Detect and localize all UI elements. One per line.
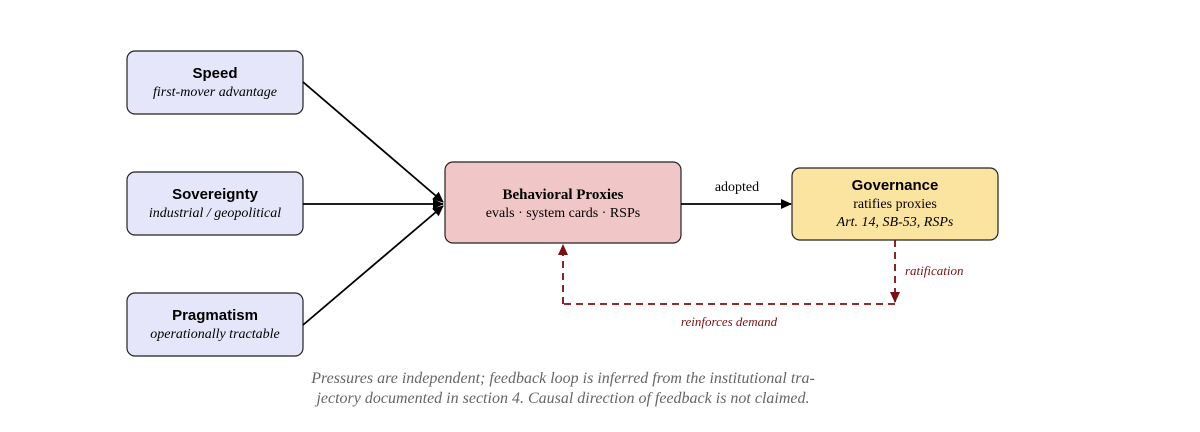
governance-node: Governance ratifies proxies Art. 14, SB-… (791, 167, 999, 241)
governance-line2: Art. 14, SB-53, RSPs (836, 215, 954, 230)
loop-label-ratification: ratification (905, 263, 964, 278)
edge-label-adopted: adopted (715, 180, 759, 195)
arrow-speed-to-proxies (302, 81, 444, 203)
governance-title: Governance (852, 177, 939, 194)
pressure-box-speed (126, 50, 304, 115)
pressure-node-speed: Speed first-mover advantage (126, 50, 304, 115)
proxies-title: Behavioral Proxies (503, 187, 624, 203)
pressure-subtitle-pragmatism: operationally tractable (150, 327, 279, 342)
pressure-title-pragmatism: Pragmatism (172, 307, 258, 324)
caption-line-1: Pressures are independent; feedback loop… (310, 370, 815, 387)
pressure-node-pragmatism: Pragmatism operationally tractable (126, 292, 304, 357)
pressure-node-sovereignty: Sovereignty industrial / geopolitical (126, 171, 304, 236)
proxies-node: Behavioral Proxies evals · system cards … (444, 161, 682, 244)
caption-line-2: jectory documented in section 4. Causal … (314, 390, 809, 407)
loop-label-reinforces: reinforces demand (681, 314, 778, 329)
arrow-pragmatism-to-proxies (302, 205, 444, 326)
pressure-box-sovereignty (126, 171, 304, 236)
pressure-title-sovereignty: Sovereignty (172, 186, 259, 203)
pressure-title-speed: Speed (192, 65, 237, 82)
pressure-box-pragmatism (126, 292, 304, 357)
pressure-subtitle-speed: first-mover advantage (153, 85, 277, 100)
proxies-box (444, 161, 682, 244)
pressure-subtitle-sovereignty: industrial / geopolitical (149, 206, 281, 221)
governance-line1: ratifies proxies (853, 197, 937, 212)
proxies-subtitle: evals · system cards · RSPs (486, 206, 640, 221)
